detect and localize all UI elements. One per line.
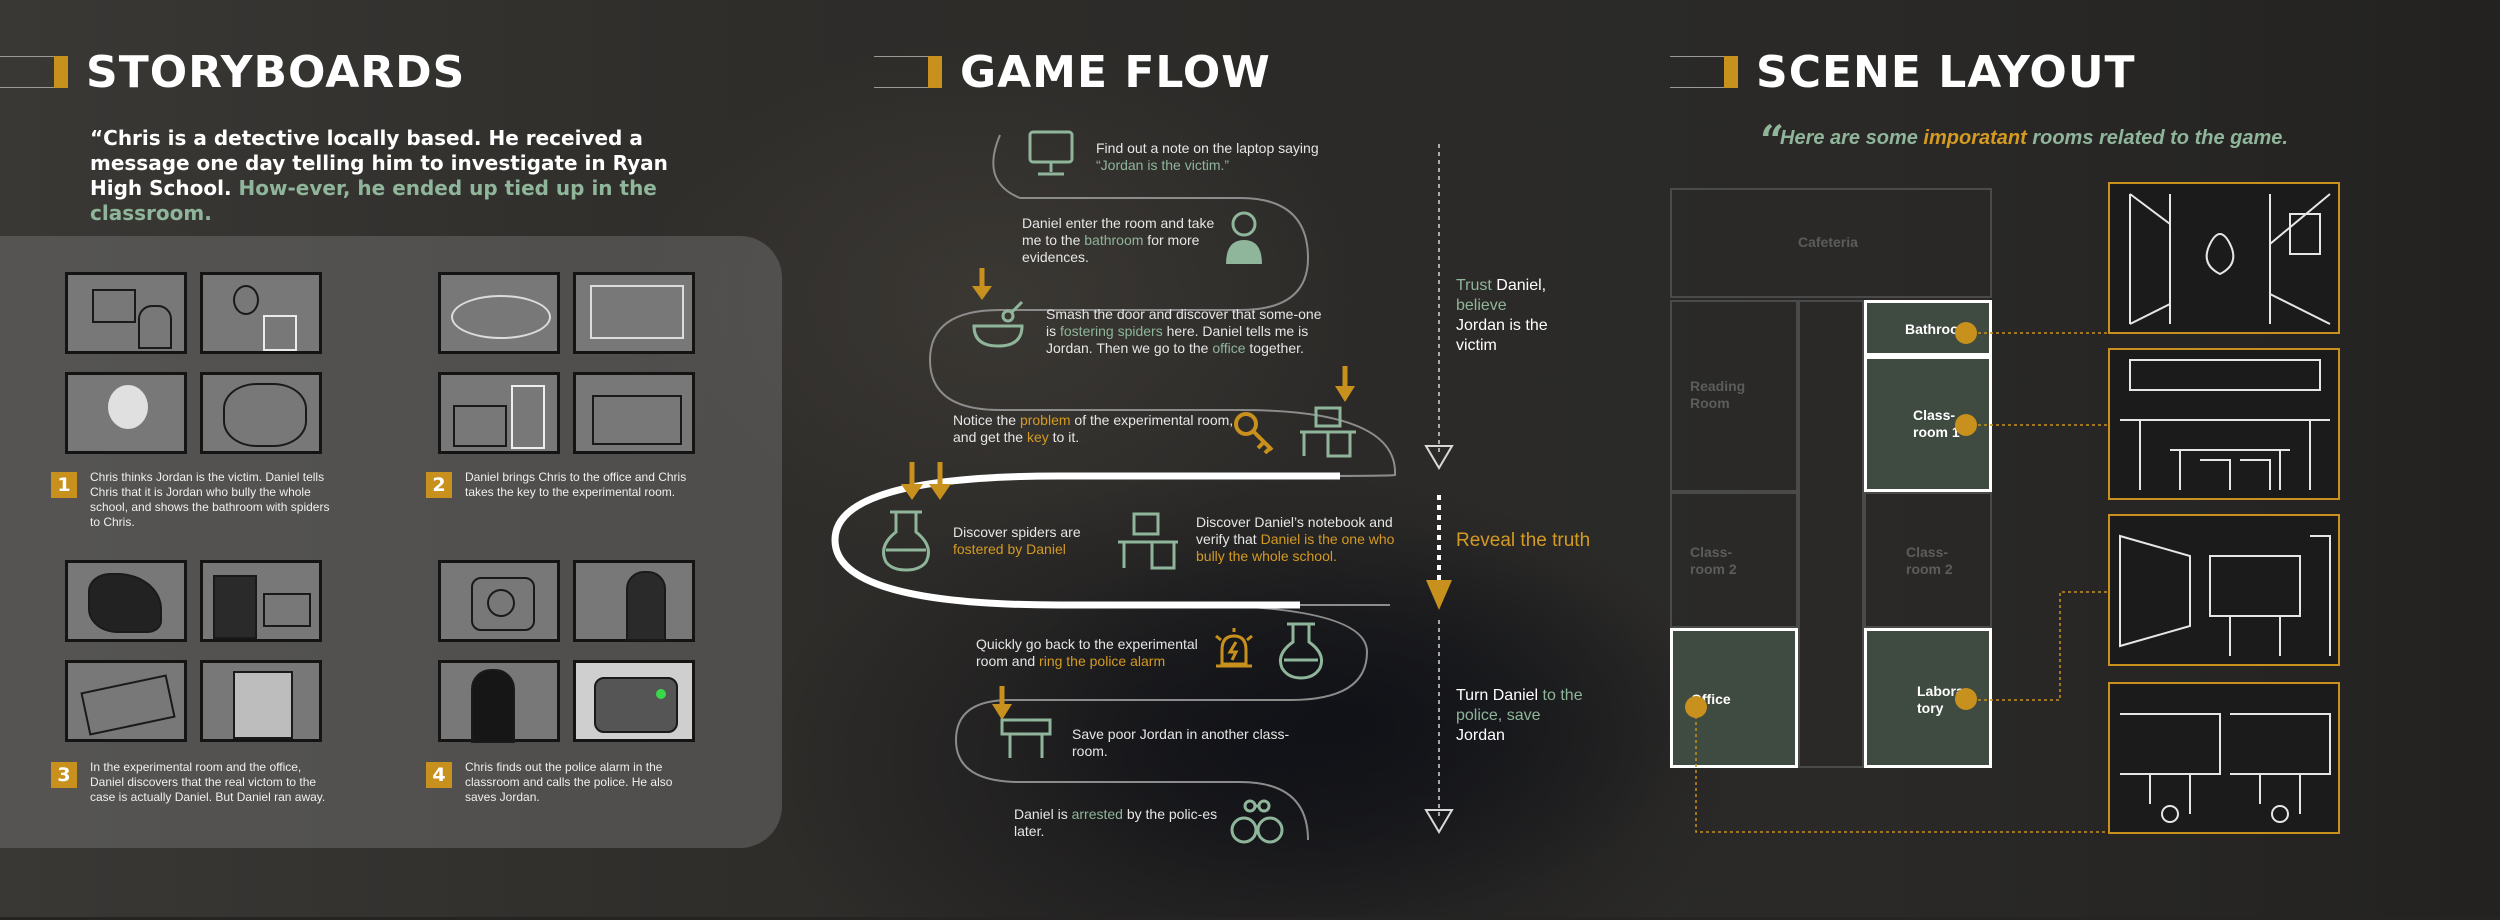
flow-step-3: Smash the door and discover that some-on… <box>1046 306 1322 356</box>
section-title-scene-layout: SCENE LAYOUT <box>1756 46 2136 98</box>
office-sketch-image <box>2108 514 2340 666</box>
quote-part-1: “Chris is a detective locally based. He … <box>90 126 668 200</box>
section-title-storyboards: STORYBOARDS <box>86 46 466 98</box>
storyboard-3-frame-b <box>200 560 322 642</box>
storyboard-4-frame-a <box>438 560 560 642</box>
lab-flask-icon <box>1278 622 1324 680</box>
scene-subtitle: Here are some imporatant rooms related t… <box>1780 127 2288 149</box>
storyboard-2-frame-a <box>438 272 560 354</box>
bathroom-sketch-image <box>2108 182 2340 334</box>
room-reading: Reading Room <box>1670 300 1798 492</box>
storyboard-4-frame-d <box>573 660 695 742</box>
key-icon <box>1234 412 1274 454</box>
storyboard-3-frame-d <box>200 660 322 742</box>
storyboard-1-frame-b <box>200 272 322 354</box>
flow-step-9: Daniel is arrested by the polic-es later… <box>1014 806 1218 839</box>
person-icon <box>1226 211 1262 264</box>
desk-computer-icon <box>1300 406 1356 458</box>
storyboards-header: STORYBOARDS <box>0 46 465 98</box>
spider-bowl-icon <box>972 268 1024 348</box>
flow-step-7: Quickly go back to the experimental room… <box>976 636 1198 669</box>
school-desk-icon <box>1000 718 1052 758</box>
room-connectors <box>1695 332 2108 833</box>
flow-step-5: Discover spiders are fostered by Daniel <box>953 524 1081 557</box>
handcuffs-icon <box>1230 799 1284 844</box>
storyboard-2-frame-d <box>573 372 695 454</box>
room-classroom-2-right: Class-room 2 <box>1864 492 1992 628</box>
storyboard-1-frame-c <box>65 372 187 454</box>
storyboard-1-frame-d <box>200 372 322 454</box>
storyboard-3-number: 3 <box>51 762 77 788</box>
story-quote: “Chris is a detective locally based. He … <box>90 126 680 226</box>
room-classroom-2-left: Class-room 2 <box>1670 492 1798 628</box>
header-bracket-icon <box>874 56 942 88</box>
flask-icon <box>882 510 930 572</box>
game-flow-header: GAME FLOW <box>874 46 1271 98</box>
storyboard-4-frame-b <box>573 560 695 642</box>
storyboard-2-frame-c <box>438 372 560 454</box>
flow-step-2: Daniel enter the room and take me to the… <box>1022 215 1215 265</box>
storyboard-3-frame-c <box>65 660 187 742</box>
flow-step-4: Notice the problem of the experimental r… <box>953 412 1234 445</box>
flow-step-1: Find out a note on the laptop saying “Jo… <box>1096 140 1319 173</box>
storyboard-2-number: 2 <box>426 472 452 498</box>
header-bracket-icon <box>1670 56 1738 88</box>
background-figure-shadow <box>1000 520 1700 920</box>
quote-mark-icon: “ <box>1760 116 1785 165</box>
storyboard-4-caption: Chris finds out the police alarm in the … <box>465 760 673 804</box>
scene-layout-header: SCENE LAYOUT <box>1670 46 2136 98</box>
room-cafeteria: Cafeteria <box>1670 188 1992 298</box>
laptop-icon <box>1028 130 1074 176</box>
branch-reveal-truth: Reveal the truth <box>1456 530 1591 551</box>
double-down-arrow-icon <box>901 462 951 500</box>
down-arrow-icon <box>992 686 1012 720</box>
laboratory-marker <box>1955 688 1977 710</box>
down-arrow-icon <box>1335 366 1355 402</box>
storyboard-4-number: 4 <box>426 762 452 788</box>
storyboard-1-caption: Chris thinks Jordan is the victim. Danie… <box>90 470 330 529</box>
storyboard-1-number: 1 <box>51 472 77 498</box>
storyboard-2-caption: Daniel brings Chris to the office and Ch… <box>465 470 687 499</box>
flow-step-6: Discover Daniel’s notebook and verify th… <box>1196 514 1395 564</box>
flow-step-8: Save poor Jordan in another class-room. <box>1072 726 1290 759</box>
classroom-sketch-image <box>2108 348 2340 500</box>
storyboard-2-frame-b <box>573 272 695 354</box>
desk-notebook-icon <box>1118 512 1178 570</box>
storyboard-4-frame-c <box>438 660 560 743</box>
office-marker <box>1685 696 1707 718</box>
flow-path <box>831 134 1397 841</box>
bathroom-marker <box>1955 322 1977 344</box>
classroom-1-marker <box>1955 414 1977 436</box>
section-title-game-flow: GAME FLOW <box>960 46 1271 98</box>
storyboard-3-caption: In the experimental room and the office,… <box>90 760 326 804</box>
laboratory-sketch-image <box>2108 682 2340 834</box>
quote-part-2: How-ever, he ended up tied up in the cla… <box>90 176 657 225</box>
storyboard-1-frame-a <box>65 272 187 354</box>
header-bracket-icon <box>0 56 68 88</box>
hallway <box>1798 300 1864 768</box>
police-alarm-icon <box>1215 628 1253 668</box>
branch-timeline <box>1424 144 1454 834</box>
storyboard-3-frame-a <box>65 560 187 642</box>
